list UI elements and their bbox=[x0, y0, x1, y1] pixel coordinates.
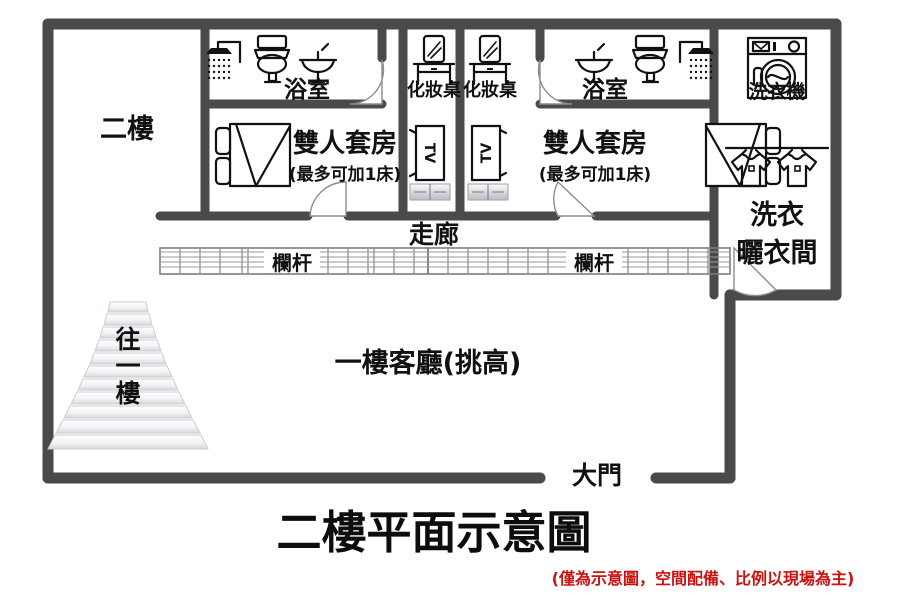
door-arc-bathroom-left bbox=[349, 59, 385, 105]
shower-icon bbox=[206, 40, 242, 80]
vanity-icon-left bbox=[412, 34, 456, 86]
railing-left: 欄杆 bbox=[159, 247, 429, 275]
sink-icon-right bbox=[574, 42, 614, 84]
bathroom-left: 浴室 bbox=[206, 34, 338, 103]
entrance-label: 大門 bbox=[572, 461, 622, 490]
atrium-label: 一樓客廳(挑高) bbox=[335, 347, 522, 379]
cabinet-icon-left bbox=[409, 183, 451, 201]
vanity-right-label: 化妝桌 bbox=[463, 79, 518, 101]
interior-walls bbox=[155, 23, 719, 300]
tv-icon-left: TV bbox=[408, 124, 446, 182]
door-arc-laundry bbox=[733, 246, 778, 297]
corridor-label: 走廊 bbox=[409, 220, 459, 249]
shower-icon-right bbox=[678, 40, 714, 80]
railing-left-label: 欄杆 bbox=[272, 251, 312, 275]
laundry-label-line1: 洗衣 bbox=[750, 199, 804, 231]
stairs-label-char-2: 一 bbox=[115, 352, 140, 381]
laundry-label-line2: 曬衣間 bbox=[737, 237, 818, 269]
outer-walls bbox=[42, 18, 842, 484]
washing-machine-label: 洗衣機 bbox=[748, 80, 805, 103]
floor-label: 二樓 bbox=[100, 114, 154, 145]
toilet-icon bbox=[253, 34, 291, 84]
stairs-to-first-floor: 往 一 樓 bbox=[47, 301, 209, 450]
sink-icon bbox=[298, 42, 338, 84]
bathroom-right-label: 浴室 bbox=[582, 76, 628, 103]
washing-machine-icon bbox=[746, 36, 808, 100]
clothesline-icon bbox=[724, 146, 830, 188]
suite-right-sublabel: (最多可加1床) bbox=[539, 164, 651, 185]
stairs-label-char-1: 往 bbox=[115, 325, 140, 354]
disclaimer-note: (僅為示意圖，空間配備、比例以現場為主) bbox=[552, 569, 855, 588]
vanity-left-bay: 化妝桌 bbox=[407, 34, 462, 101]
suite-left: 雙人套房 (最多可加1床) TV bbox=[214, 122, 451, 201]
shirt-icon-2 bbox=[776, 148, 818, 188]
toilet-icon-right bbox=[631, 34, 669, 84]
tv-icon-right: TV bbox=[470, 124, 508, 182]
suite-left-label: 雙人套房 bbox=[293, 129, 397, 159]
cabinet-icon-right bbox=[467, 183, 509, 201]
bed-icon-left bbox=[214, 122, 292, 188]
suite-right-label: 雙人套房 bbox=[543, 129, 647, 159]
door-arcs bbox=[309, 59, 778, 297]
tv-icon-text: TV bbox=[421, 143, 437, 164]
suite-left-sublabel: (最多可加1床) bbox=[289, 164, 401, 185]
shirt-icon-1 bbox=[730, 148, 772, 188]
stairs-label-char-3: 樓 bbox=[115, 379, 140, 408]
railing-right-label: 欄杆 bbox=[574, 251, 614, 275]
bathroom-left-label: 浴室 bbox=[284, 76, 330, 103]
door-arc-bathroom-right bbox=[537, 59, 573, 105]
door-arc-suite-right bbox=[553, 180, 596, 217]
laundry-room: 洗衣機 洗衣 曬衣間 bbox=[724, 36, 830, 269]
vanity-icon-right bbox=[468, 34, 512, 86]
vanity-left-label: 化妝桌 bbox=[407, 79, 462, 101]
railing-right: 欄杆 bbox=[427, 247, 731, 275]
page-title: 二樓平面示意圖 bbox=[276, 506, 591, 559]
door-arc-suite-left bbox=[309, 181, 347, 217]
tv-icon-text: TV bbox=[479, 143, 495, 164]
bathroom-right: 浴室 bbox=[574, 34, 714, 103]
vanity-right-bay: 化妝桌 bbox=[463, 34, 518, 101]
